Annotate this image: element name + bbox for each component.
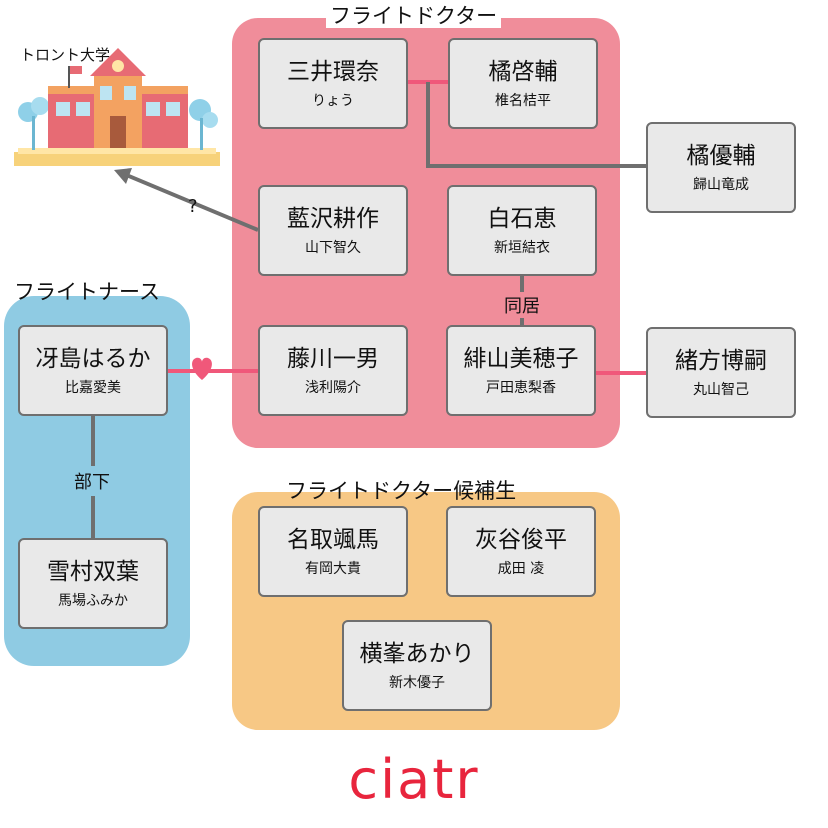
card-shiraishi: 白石恵 新垣結衣 <box>447 185 597 276</box>
card-role: 藤川一男 <box>287 345 379 372</box>
card-actor: 山下智久 <box>305 239 361 256</box>
card-role: 藍沢耕作 <box>287 205 379 232</box>
card-role: 灰谷俊平 <box>475 526 567 553</box>
card-actor: りょう <box>312 92 354 109</box>
card-natori: 名取颯馬 有岡大貴 <box>258 506 408 597</box>
card-actor: 比嘉愛美 <box>65 379 121 396</box>
ciatr-logo: ciatr <box>348 748 480 811</box>
card-actor: 馬場ふみか <box>58 592 128 609</box>
card-ogata: 緒方博嗣 丸山智己 <box>646 327 796 418</box>
group-title-doctor-candidates: フライトドクター候補生 <box>286 479 517 503</box>
card-role: 冴島はるか <box>35 345 151 372</box>
unknown-relation-mark: ? <box>188 196 198 217</box>
card-actor: 新木優子 <box>389 674 445 691</box>
card-aizawa: 藍沢耕作 山下智久 <box>258 185 408 276</box>
arrow-head-icon <box>114 168 132 184</box>
link-parents-son <box>426 82 648 168</box>
university-label: トロント大学 <box>20 46 111 64</box>
group-title-flight-doctor: フライトドクター <box>326 4 502 28</box>
card-role: 白石恵 <box>487 205 557 232</box>
card-actor: 新垣結衣 <box>494 239 550 256</box>
card-role: 雪村双葉 <box>47 558 139 585</box>
university-building-icon <box>14 48 220 166</box>
card-yukimura: 雪村双葉 馬場ふみか <box>18 538 168 629</box>
card-role: 緒方博嗣 <box>675 347 767 374</box>
card-role: 横峯あかり <box>359 640 475 667</box>
card-actor: 丸山智己 <box>693 381 749 398</box>
card-role: 三井環奈 <box>287 58 379 85</box>
card-role: 橘啓輔 <box>488 58 558 85</box>
card-hiyama: 緋山美穂子 戸田恵梨香 <box>446 325 596 416</box>
card-role: 橘優輔 <box>686 142 756 169</box>
card-actor: 浅利陽介 <box>305 379 361 396</box>
card-tachibana-yusuke: 橘優輔 歸山竜成 <box>646 122 796 213</box>
link-aizawa-university <box>123 172 259 232</box>
heart-icon <box>192 357 212 380</box>
card-saejima: 冴島はるか 比嘉愛美 <box>18 325 168 416</box>
card-actor: 成田 凌 <box>497 560 545 577</box>
relation-label-subordinate: 部下 <box>72 466 112 496</box>
card-yokomine: 横峯あかり 新木優子 <box>342 620 492 711</box>
card-actor: 椎名桔平 <box>495 92 551 109</box>
card-fujikawa: 藤川一男 浅利陽介 <box>258 325 408 416</box>
card-actor: 戸田恵梨香 <box>486 379 556 396</box>
card-actor: 有岡大貴 <box>305 560 361 577</box>
card-role: 名取颯馬 <box>287 526 379 553</box>
card-mitsui: 三井環奈 りょう <box>258 38 408 129</box>
relation-label-cohabit: 同居 <box>502 292 542 318</box>
card-actor: 歸山竜成 <box>693 176 749 193</box>
card-haitani: 灰谷俊平 成田 凌 <box>446 506 596 597</box>
card-tachibana-keisuke: 橘啓輔 椎名桔平 <box>448 38 598 129</box>
card-role: 緋山美穂子 <box>463 345 579 372</box>
group-title-flight-nurse: フライトナース <box>14 280 160 304</box>
